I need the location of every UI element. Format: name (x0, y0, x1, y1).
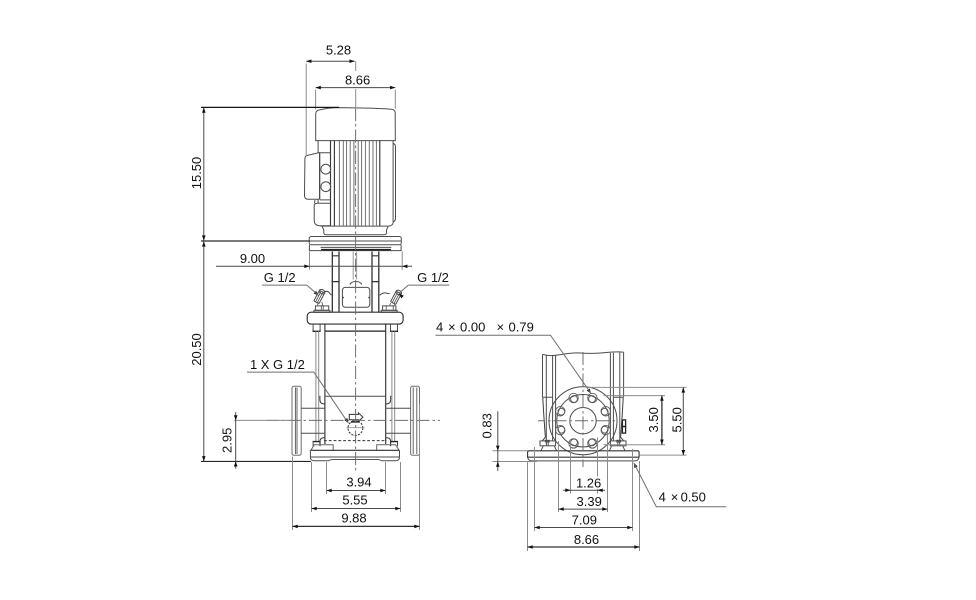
svg-text:0.00: 0.00 (460, 320, 485, 335)
svg-text:G 1/2: G 1/2 (417, 270, 449, 285)
svg-text:8.66: 8.66 (574, 532, 599, 547)
svg-text:5.50: 5.50 (669, 407, 684, 432)
svg-text:4: 4 (659, 490, 666, 505)
svg-text:0.50: 0.50 (681, 490, 706, 505)
svg-text:0.83: 0.83 (480, 413, 495, 438)
svg-text:5.28: 5.28 (326, 42, 351, 57)
svg-text:×: × (671, 490, 679, 505)
svg-text:9.00: 9.00 (240, 251, 265, 266)
svg-text:G 1/2: G 1/2 (264, 270, 296, 285)
svg-text:1.26: 1.26 (576, 475, 601, 490)
svg-text:9.88: 9.88 (341, 511, 366, 526)
svg-text:2.95: 2.95 (220, 428, 235, 453)
svg-text:×: × (448, 320, 456, 335)
svg-text:3.94: 3.94 (346, 475, 371, 490)
svg-text:1 X G 1/2: 1 X G 1/2 (250, 357, 305, 372)
svg-text:5.55: 5.55 (342, 493, 367, 508)
svg-text:7.09: 7.09 (572, 513, 597, 528)
svg-text:20.50: 20.50 (189, 333, 204, 366)
svg-text:15.50: 15.50 (189, 157, 204, 190)
svg-text:3.39: 3.39 (577, 494, 602, 509)
svg-text:4: 4 (436, 320, 443, 335)
svg-text:8.66: 8.66 (345, 73, 370, 88)
svg-text:0.79: 0.79 (509, 320, 534, 335)
svg-text:×: × (497, 320, 505, 335)
svg-text:3.50: 3.50 (646, 407, 661, 432)
